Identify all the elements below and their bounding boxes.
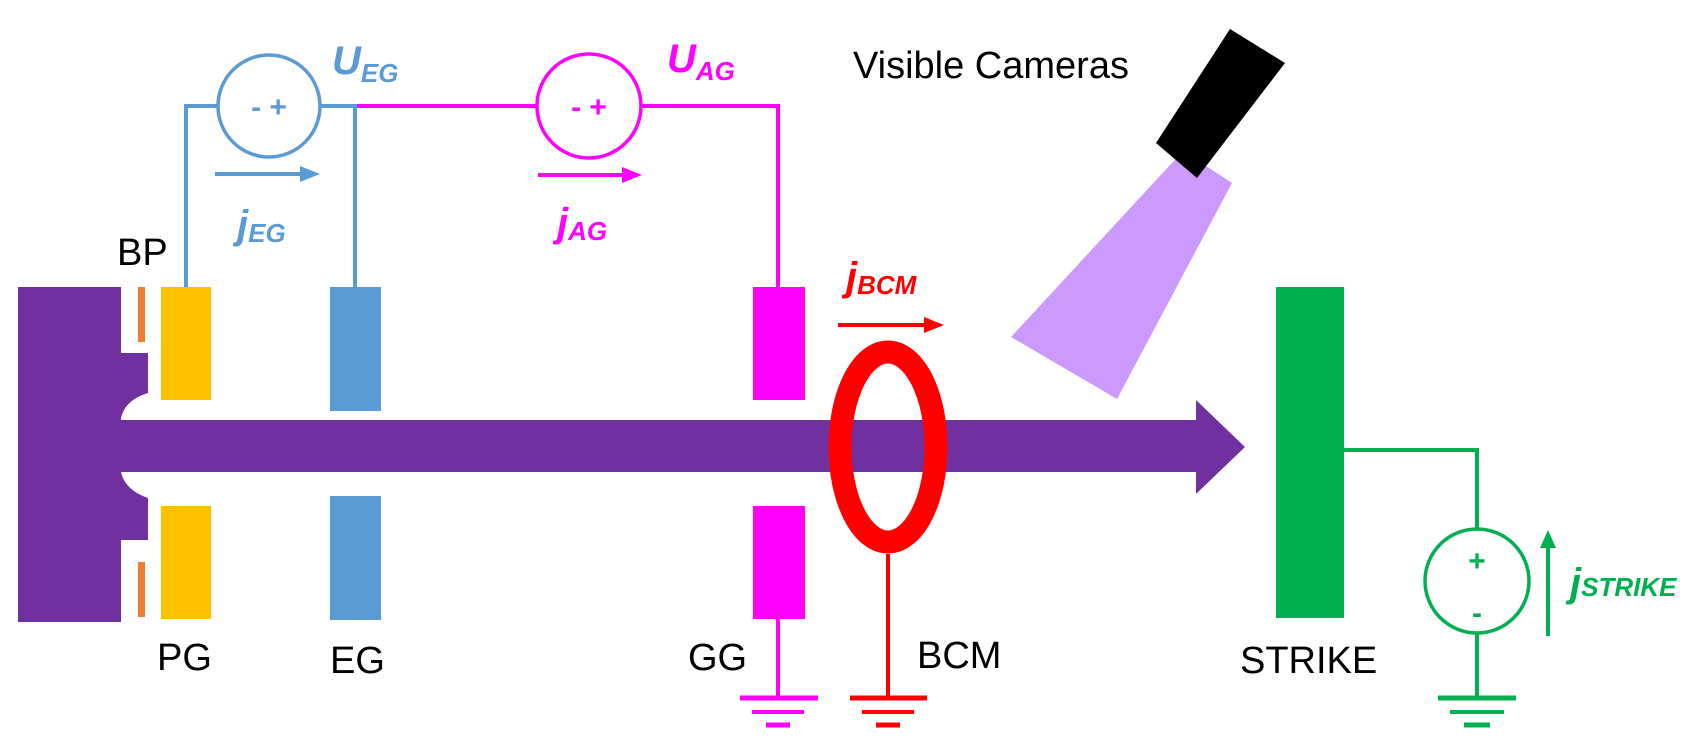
strike-label: STRIKE: [1240, 640, 1377, 682]
strike-ground-icon: [1438, 695, 1516, 728]
j-ag-label: jAG: [552, 201, 607, 246]
pg-label: PG: [157, 637, 212, 679]
plasma-grid-upper: [161, 287, 211, 400]
u-ag-label: UAG: [667, 37, 735, 86]
ion-source: [18, 287, 148, 622]
bias-plate-upper: [138, 287, 145, 342]
ag-source-signs: - +: [571, 91, 607, 124]
j-strike-label: jSTRIKE: [1565, 561, 1677, 605]
eg-wire-right: [320, 104, 357, 287]
ag-voltage-source: [535, 52, 643, 160]
j-eg-arrow: [215, 166, 320, 182]
eg-source-signs: - +: [251, 91, 287, 124]
extraction-grid-lower: [330, 496, 381, 620]
ag-circuit: [357, 52, 780, 698]
strike-wire: [1344, 448, 1479, 529]
strike-circuit: [1344, 448, 1531, 698]
extraction-grid-upper: [330, 287, 381, 411]
source-body: [18, 287, 148, 622]
gg-label: GG: [688, 637, 747, 679]
camera-view-cone: [1011, 151, 1232, 399]
grounded-grid-lower: [753, 506, 805, 619]
eg-circuit: [184, 53, 357, 287]
beam-arrow: [121, 400, 1245, 494]
gg-ground-icon: [740, 695, 818, 728]
bp-label: BP: [117, 232, 168, 274]
visible-cameras-label: Visible Cameras: [853, 45, 1129, 87]
plasma-grid-lower: [161, 506, 211, 619]
j-eg-label: jEG: [232, 203, 286, 248]
j-strike-arrow: [1540, 530, 1556, 636]
eg-wire-left: [184, 104, 218, 287]
strike-target: [1276, 287, 1344, 618]
eg-voltage-source: [216, 53, 322, 159]
bcm-label: BCM: [917, 635, 1001, 677]
j-ag-arrow: [538, 167, 642, 183]
bcm-coil: [828, 340, 948, 554]
bcm-ground-icon: [850, 695, 927, 728]
eg-label: EG: [330, 640, 385, 682]
strike-source-minus: -: [1472, 597, 1482, 630]
ag-wire-right: [641, 104, 780, 287]
bias-plate-lower: [138, 562, 145, 617]
j-bcm-label: jBCM: [841, 255, 918, 300]
grounded-grid-upper: [753, 287, 805, 400]
j-bcm-arrow: [838, 317, 944, 333]
u-eg-label: UEG: [332, 39, 398, 88]
strike-source-plus: +: [1468, 545, 1486, 578]
camera-icon: [1156, 29, 1285, 178]
